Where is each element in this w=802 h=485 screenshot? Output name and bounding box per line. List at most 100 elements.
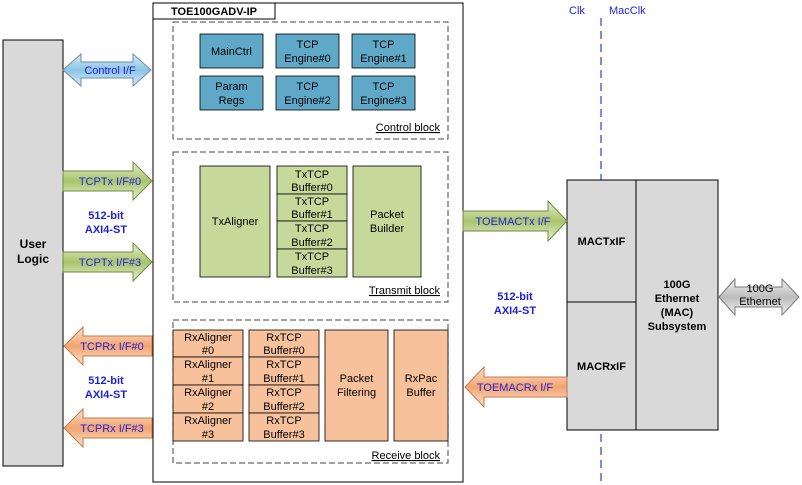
rxaligner-2-line2: #2 (202, 401, 214, 413)
rxtcp-buffer-0-line2: Buffer#0 (263, 345, 304, 357)
rxaligner-3-line2: #3 (202, 429, 214, 441)
user-logic-box (2, 39, 64, 467)
user-logic-label-line2: Logic (17, 252, 49, 266)
macclk-label: MacClk (609, 5, 646, 17)
rxtcp-buffer-2-line2: Buffer#2 (263, 401, 304, 413)
tcp-engine-1-line2: Engine#1 (360, 53, 407, 65)
txaligner-label: TxAligner (212, 216, 259, 228)
rxtcp-buffer-3-box (248, 412, 320, 442)
tcptx-0-arrow (62, 160, 153, 202)
mac-subsystem-line4: Subsystem (648, 321, 707, 333)
tcp-engine-2-line1: TCP (297, 81, 319, 93)
macrxif-label: MACRxIF (577, 361, 626, 373)
packet-filtering-box (324, 329, 389, 442)
mac-subsystem-line3: (MAC) (661, 307, 694, 319)
txtcp-buffer-3-box (276, 248, 348, 278)
rxaligner-0-line1: RxAligner (184, 332, 232, 344)
mactxif-label: MACTxIF (578, 236, 626, 248)
clk-label: Clk (569, 5, 585, 17)
rxaligner-0-box (172, 329, 244, 358)
tcp-engine-0-box (275, 33, 340, 69)
mac-bus-width-line1: 512-bit (497, 291, 533, 303)
rxaligner-2-box (172, 384, 244, 414)
tcprx-3-arrow (63, 407, 153, 449)
control-block-frame (172, 21, 449, 140)
rxtcp-buffer-2-line1: RxTCP (266, 387, 301, 399)
tx-bus-width-line1: 512-bit (88, 210, 124, 222)
txaligner-box (199, 165, 271, 278)
txtcp-buffer-2-line1: TxTCP (295, 223, 329, 235)
rx-bus-width-line1: 512-bit (88, 375, 124, 387)
user-logic-label-line1: User (20, 237, 47, 251)
ethernet-label-line2: Ethernet (739, 296, 781, 308)
toemacrx-label: TOEMACRx I/F (477, 382, 553, 394)
param-regs-line1: Param (215, 81, 247, 93)
mainctrl-box (199, 33, 264, 69)
receive-block-label: Receive block (372, 450, 441, 462)
packet-builder-line1: Packet (370, 209, 404, 221)
toemacrx-arrow (464, 365, 568, 409)
ethernet-arrow (718, 277, 800, 317)
tcp-engine-3-line1: TCP (373, 81, 395, 93)
control-if-arrow (62, 52, 152, 88)
rxtcp-buffer-2-box (248, 384, 320, 414)
transmit-block-frame (172, 151, 449, 303)
transmit-block-label: Transmit block (369, 285, 441, 297)
rxtcp-buffer-0-line1: RxTCP (266, 332, 301, 344)
rxaligner-3-line1: RxAligner (184, 415, 232, 427)
tcp-engine-2-box (275, 75, 340, 111)
rxtcp-buffer-1-line2: Buffer#1 (263, 373, 304, 385)
tcp-engine-0-line2: Engine#0 (284, 53, 331, 65)
rxpac-buffer-box (393, 329, 449, 442)
ip-title-tab (152, 2, 276, 20)
param-regs-line2: Regs (219, 95, 245, 107)
mainctrl-label: MainCtrl (211, 46, 252, 58)
txtcp-buffer-2-line2: Buffer#2 (291, 237, 332, 249)
rxaligner-0-line2: #0 (202, 345, 214, 357)
mac-subsystem-box (635, 179, 719, 431)
tcp-engine-3-box (351, 75, 416, 111)
tcp-engine-3-line2: Engine#3 (360, 95, 407, 107)
rxtcp-buffer-1-box (248, 356, 320, 386)
txtcp-buffer-2-box (276, 220, 348, 250)
control-block-label: Control block (376, 122, 441, 134)
rxtcp-buffer-1-line1: RxTCP (266, 359, 301, 371)
param-regs-box (199, 75, 264, 111)
tx-bus-width-line2: AXI4-ST (85, 224, 127, 236)
rxaligner-2-line1: RxAligner (184, 387, 232, 399)
tcp-engine-0-line1: TCP (297, 39, 319, 51)
packet-filtering-line2: Filtering (337, 387, 376, 399)
rx-bus-width-line2: AXI4-ST (85, 389, 127, 401)
txtcp-buffer-0-box (276, 165, 348, 195)
tcptx-0-label: TCPTx I/F#0 (79, 176, 141, 188)
mac-subsystem-line2: Ethernet (655, 293, 700, 305)
ip-title: TOE100GADV-IP (171, 6, 257, 18)
mactxif-box (566, 179, 637, 303)
txtcp-buffer-3-line2: Buffer#3 (291, 265, 332, 277)
toemactx-label: TOEMACTx I/F (476, 216, 551, 228)
packet-filtering-line1: Packet (340, 373, 374, 385)
tcptx-3-label: TCPTx I/F#3 (79, 257, 141, 269)
rxpac-buffer-line1: RxPac (405, 373, 438, 385)
rxaligner-1-box (172, 356, 244, 386)
rxaligner-1-line2: #1 (202, 373, 214, 385)
rxaligner-3-box (172, 412, 244, 442)
rxaligner-1-line1: RxAligner (184, 359, 232, 371)
tcprx-0-arrow (63, 325, 153, 367)
tcprx-3-label: TCPRx I/F#3 (80, 423, 144, 435)
packet-builder-box (352, 165, 422, 278)
txtcp-buffer-3-line1: TxTCP (295, 251, 329, 263)
tcp-engine-1-line1: TCP (373, 39, 395, 51)
tcptx-3-arrow (62, 241, 153, 283)
macrxif-box (566, 301, 637, 431)
txtcp-buffer-1-line1: TxTCP (295, 196, 329, 208)
rxtcp-buffer-3-line2: Buffer#3 (263, 429, 304, 441)
rxtcp-buffer-3-line1: RxTCP (266, 415, 301, 427)
txtcp-buffer-1-line2: Buffer#1 (291, 209, 332, 221)
txtcp-buffer-0-line1: TxTCP (295, 169, 329, 181)
txtcp-buffer-0-line2: Buffer#0 (291, 182, 332, 194)
control-if-label: Control I/F (84, 65, 136, 77)
txtcp-buffer-1-box (276, 193, 348, 222)
packet-builder-line2: Builder (370, 223, 405, 235)
